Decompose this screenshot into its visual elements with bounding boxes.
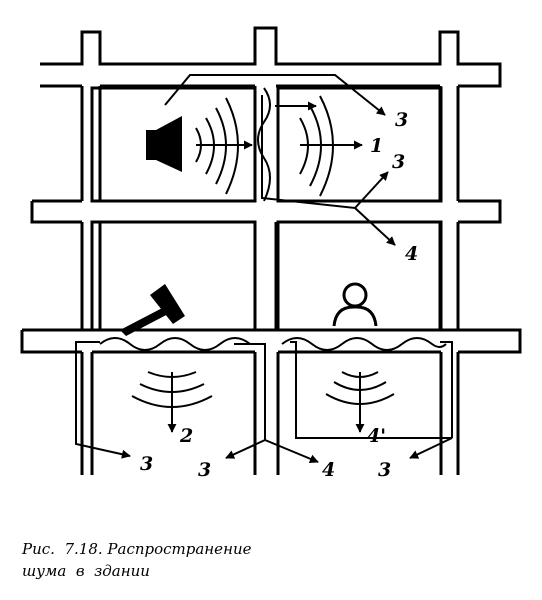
figure-caption: Рис. 7.18. Распространение шума в здании (22, 538, 422, 582)
caption-line1: Распространение (107, 540, 252, 558)
building-frame (20, 26, 522, 475)
label-impact-4prime: 4' (367, 425, 386, 447)
label-impact-2: 2 (179, 425, 193, 447)
room-middle-right (276, 220, 443, 332)
label-airborne-3-mid: 3 (392, 151, 405, 173)
caption-line2: шума в здании (22, 562, 150, 580)
label-structure-3-right: 3 (378, 459, 391, 481)
lower-slab (20, 328, 522, 354)
roof-slab (40, 26, 502, 88)
column-right (438, 86, 460, 330)
column-center (253, 86, 278, 330)
person-icon (332, 282, 378, 327)
wall-vibration (257, 87, 271, 202)
speaker-icon (146, 116, 182, 172)
airborne-paths (164, 74, 396, 246)
structure-borne-paths (75, 341, 453, 464)
floor-wave (99, 337, 447, 351)
hammer-icon (120, 284, 185, 336)
label-direct-1: 1 (370, 135, 383, 157)
label-flanking-4-top: 4 (405, 243, 418, 265)
label-structure-4-bottom: 4 (322, 459, 335, 481)
middle-slab (30, 199, 502, 224)
label-structure-3-center: 3 (198, 459, 211, 481)
room-lower-left (90, 350, 257, 475)
label-structure-3-left: 3 (140, 453, 153, 475)
caption-number: Рис. 7.18. (22, 540, 103, 558)
column-left (80, 86, 102, 330)
room-lower-right (276, 350, 443, 475)
lower-columns (80, 352, 460, 475)
label-airborne-3-top: 3 (395, 109, 408, 131)
